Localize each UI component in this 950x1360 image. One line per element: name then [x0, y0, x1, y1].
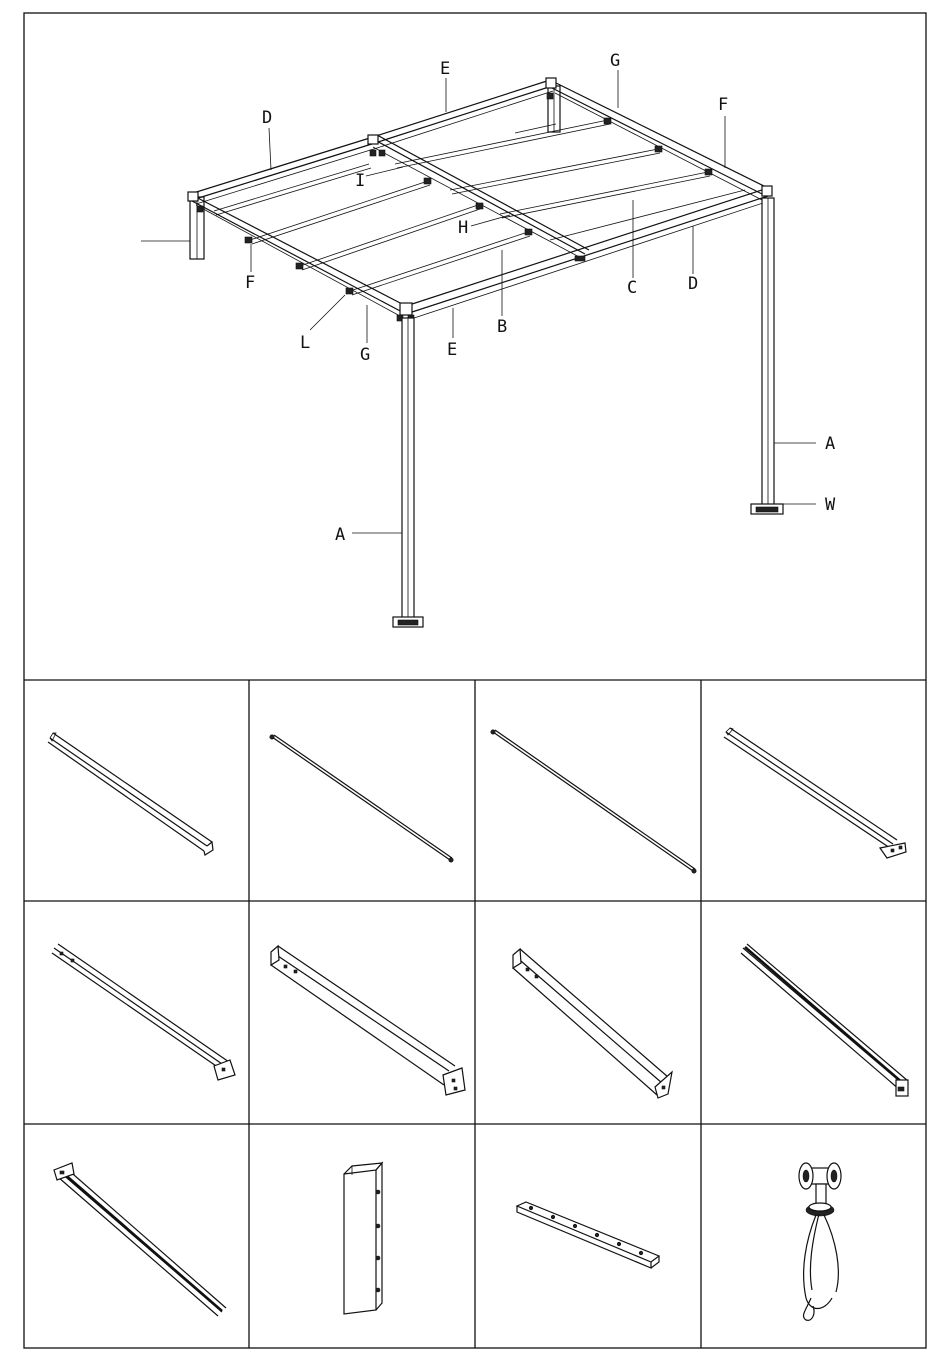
beam-back-right: [373, 80, 553, 148]
callout-c: C: [627, 278, 637, 298]
leader-lines: [141, 70, 816, 533]
callout-i: I: [355, 171, 365, 191]
pergola-assembly: E G D F I H C D F L G E B A W A: [141, 51, 836, 627]
callout-l: L: [300, 333, 310, 353]
part-beam-endplate-1: [724, 728, 906, 858]
part-beam-endplate-2: [52, 944, 235, 1080]
part-roller-hook: [799, 1163, 841, 1320]
part-wall-channel: [344, 1163, 382, 1314]
callout-e-top: E: [440, 59, 450, 79]
callout-w: W: [825, 495, 836, 515]
post-front-right: [751, 198, 783, 514]
callout-b: B: [497, 317, 507, 337]
callout-f-right: F: [718, 95, 728, 115]
part-wide-beam: [271, 946, 465, 1095]
beam-left-side: [190, 194, 406, 316]
callout-g-bottom: G: [360, 345, 370, 365]
callout-d-right: D: [688, 274, 698, 294]
part-track-rail: [741, 944, 908, 1096]
callout-e-bottom: E: [447, 340, 457, 360]
beam-back-left: [190, 137, 377, 204]
callout-f-left: F: [245, 273, 255, 293]
part-square-beam: [48, 733, 213, 855]
post-front-left: [393, 318, 423, 627]
part-rod-short: [270, 735, 453, 862]
part-track-rail-plate: [54, 1163, 226, 1316]
callout-d-left: D: [262, 108, 272, 128]
part-rod-long: [491, 730, 696, 873]
callout-a-right: A: [825, 434, 835, 454]
beam-front: [406, 188, 768, 320]
callout-a-left: A: [335, 525, 345, 545]
part-perforated-bar: [517, 1202, 659, 1268]
callout-g-top: G: [610, 51, 620, 71]
callout-h: H: [458, 218, 468, 238]
part-wide-beam-2: [513, 949, 672, 1098]
cross-beam-h: [373, 135, 589, 261]
